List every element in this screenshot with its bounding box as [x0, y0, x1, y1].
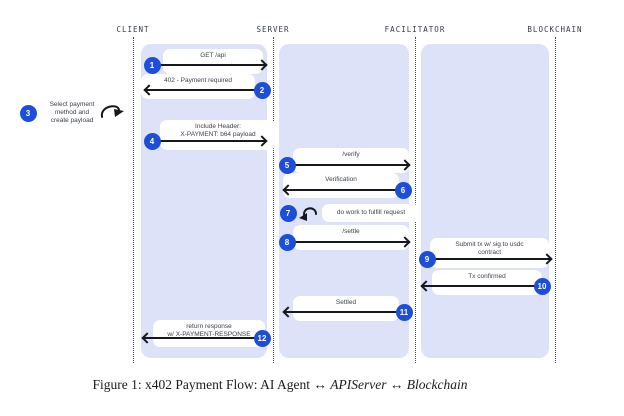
step-number-badge: 5 [278, 156, 296, 174]
message-text: /verify [342, 151, 360, 158]
message-arrow [420, 280, 542, 292]
message-text: Settled [335, 299, 357, 306]
message-arrow [427, 253, 553, 265]
message-bubble: Tx confirmed [432, 270, 542, 295]
caption-api-server: APIServer [330, 377, 387, 392]
message-arrow [152, 59, 268, 71]
caption-arrow-symbol: ↔ [389, 377, 404, 392]
step-number-badge: 6 [394, 181, 412, 199]
message-bubble: /verify [293, 148, 409, 173]
actor-label-client: CLIENT [116, 25, 150, 34]
step-number-badge: 9 [418, 250, 436, 268]
step-number-badge: 12 [253, 329, 271, 347]
side-note-line: method and [54, 108, 90, 116]
message-arrow [152, 135, 268, 147]
lifeline-server [273, 37, 274, 363]
message-text: GET /api [200, 52, 226, 59]
figure-caption: Figure 1: x402 Payment Flow: AI Agent ↔ … [0, 377, 560, 393]
side-note-line: Select payment [49, 101, 95, 108]
step-number-badge: 11 [395, 303, 413, 321]
step-number-badge: 2 [253, 81, 271, 99]
message-bubble: Submit tx w/ sig to usdc contract [430, 238, 549, 268]
self-loop-icon [297, 203, 321, 228]
message-bubble: Include Header: X-PAYMENT: b64 payload [160, 120, 276, 150]
message-arrow [287, 159, 411, 171]
message-text: X-PAYMENT: b64 payload [180, 131, 256, 139]
message-text: /settle [342, 228, 360, 235]
step-number-badge: 4 [143, 132, 161, 150]
message-text: Tx confirmed [468, 273, 506, 280]
message-bubble: Verification [283, 173, 399, 198]
message-arrow [282, 306, 404, 318]
message-arrow [287, 236, 411, 248]
message-text: w/ X-PAYMENT-RESPONSE [167, 331, 251, 339]
lane-panel-facilitator-blockchain [421, 44, 549, 358]
step-number-badge: 10 [533, 277, 551, 295]
lifeline-blockchain [555, 37, 556, 363]
message-bubble: /settle [293, 225, 409, 250]
step-number-badge: 8 [278, 233, 296, 251]
message-text: 402 - Payment required [164, 77, 232, 84]
caption-blockchain: Blockchain [406, 377, 468, 392]
lifeline-client [133, 37, 134, 363]
step-number-badge: 1 [143, 56, 161, 74]
message-text: Submit tx w/ sig to usdc [455, 241, 524, 248]
message-text: return response [186, 323, 232, 330]
step-number-badge: 3 [19, 104, 37, 122]
message-bubble: return response w/ X-PAYMENT-RESPONSE [153, 320, 265, 347]
message-bubble: do work to fulfill request [322, 204, 420, 222]
actor-label-server: SERVER [256, 25, 290, 34]
message-arrow [143, 84, 262, 96]
message-arrow [282, 184, 403, 196]
lifeline-facilitator [415, 37, 416, 363]
message-bubble: 402 - Payment required [141, 74, 255, 99]
message-bubble: GET /api [163, 49, 263, 74]
actor-label-blockchain: BLOCKCHAIN [527, 25, 583, 34]
side-note: Select payment method and create payload [42, 101, 102, 124]
caption-prefix: Figure 1: x402 Payment Flow: AI Agent [92, 377, 311, 392]
message-arrow [141, 332, 262, 344]
message-bubble: Settled [293, 296, 399, 321]
self-loop-icon [98, 98, 126, 129]
message-text: Verification [325, 176, 357, 183]
message-text: Include Header: [195, 123, 241, 130]
message-text: contract [477, 249, 502, 257]
message-text: do work to fulfill request [336, 209, 406, 216]
side-note-line: create payload [50, 116, 94, 124]
actor-label-facilitator: FACILITATOR [384, 25, 446, 34]
caption-arrow-symbol: ↔ [313, 377, 327, 392]
step-number-badge: 7 [279, 204, 297, 222]
